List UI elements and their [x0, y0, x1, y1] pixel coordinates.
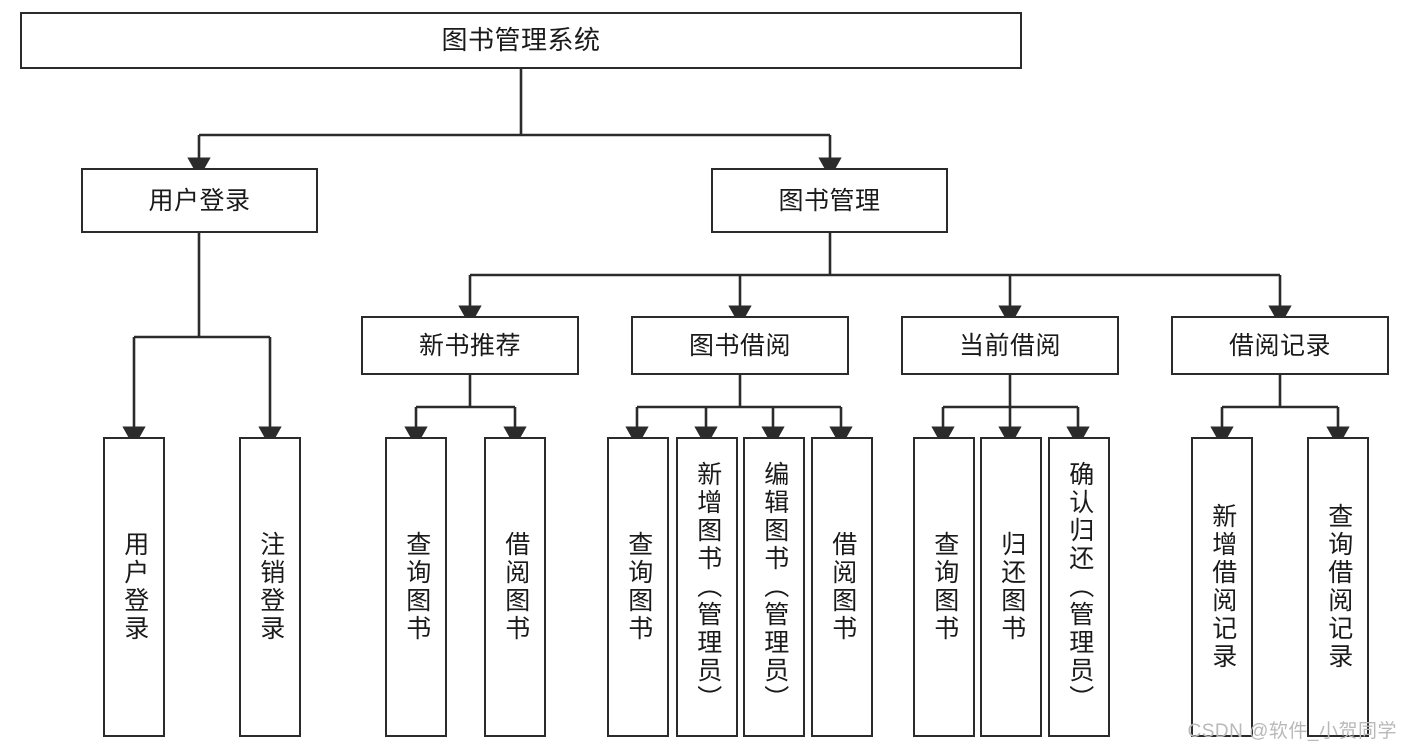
leaf-query-record[interactable]: 查询借阅记录 [1307, 437, 1369, 737]
node-label: 当前借阅 [958, 331, 1061, 360]
leaf-user-logout[interactable]: 注销登录 [239, 437, 301, 737]
leaf-add-book[interactable]: 新增图书（管理员） [676, 437, 738, 737]
node-label: 新书推荐 [418, 331, 521, 360]
leaf-add-record[interactable]: 新增借阅记录 [1191, 437, 1253, 737]
node-new-book-recommend[interactable]: 新书推荐 [361, 316, 579, 375]
node-current-borrow[interactable]: 当前借阅 [901, 316, 1119, 375]
leaf-return-book[interactable]: 归还图书 [980, 437, 1042, 737]
node-label: 借阅图书 [501, 531, 530, 643]
node-label: 新增借阅记录 [1208, 503, 1237, 671]
leaf-edit-book[interactable]: 编辑图书（管理员） [743, 437, 805, 737]
node-label: 借阅记录 [1228, 331, 1331, 360]
node-label: 查询借阅记录 [1324, 503, 1353, 671]
leaf-borrow-book-2[interactable]: 借阅图书 [811, 437, 873, 737]
leaf-borrow-book-1[interactable]: 借阅图书 [484, 437, 546, 737]
node-label: 用户登录 [120, 531, 149, 643]
leaf-query-book-2[interactable]: 查询图书 [607, 437, 669, 737]
node-label: 用户登录 [148, 186, 251, 215]
node-book-manage[interactable]: 图书管理 [711, 168, 948, 233]
node-label: 查询图书 [624, 531, 653, 643]
node-label: 查询图书 [930, 531, 959, 643]
leaf-user-login[interactable]: 用户登录 [103, 437, 165, 737]
node-label: 归还图书 [997, 531, 1026, 643]
leaf-confirm-return[interactable]: 确认归还（管理员） [1048, 437, 1110, 737]
node-borrow-record[interactable]: 借阅记录 [1171, 316, 1389, 375]
node-user-login[interactable]: 用户登录 [81, 168, 318, 233]
node-root[interactable]: 图书管理系统 [20, 12, 1022, 69]
leaf-query-book-1[interactable]: 查询图书 [385, 437, 447, 737]
node-label: 新增图书（管理员） [693, 461, 722, 713]
node-label: 查询图书 [402, 531, 431, 643]
leaf-query-book-3[interactable]: 查询图书 [913, 437, 975, 737]
node-label: 注销登录 [256, 531, 285, 643]
node-label: 图书管理系统 [441, 24, 601, 55]
node-label: 确认归还（管理员） [1065, 461, 1094, 713]
node-label: 图书管理 [778, 186, 881, 215]
node-label: 图书借阅 [688, 331, 791, 360]
node-book-borrow[interactable]: 图书借阅 [631, 316, 849, 375]
node-label: 借阅图书 [828, 531, 857, 643]
node-label: 编辑图书（管理员） [760, 461, 789, 713]
